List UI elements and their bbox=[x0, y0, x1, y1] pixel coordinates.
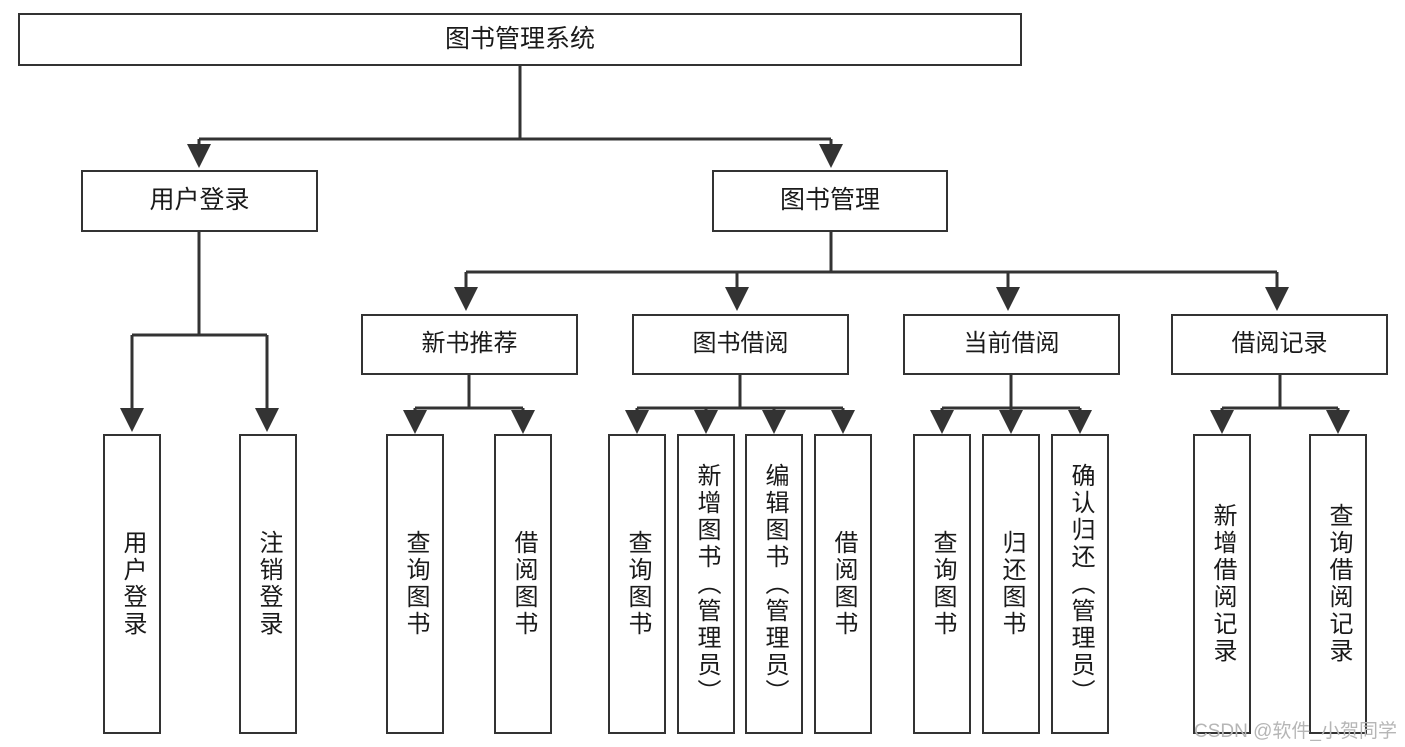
node-leaf-query-book-2-label: 查询图书 bbox=[624, 530, 651, 638]
node-leaf-return-book-label: 归还图书 bbox=[998, 530, 1025, 638]
node-borrow-record[interactable]: 借阅记录 bbox=[1171, 314, 1388, 375]
node-leaf-add-book[interactable]: 新增图书（管理员） bbox=[677, 434, 735, 734]
node-borrow-record-label: 借阅记录 bbox=[1231, 330, 1328, 358]
node-current-borrow[interactable]: 当前借阅 bbox=[903, 314, 1120, 375]
node-leaf-edit-book-label: 编辑图书（管理员） bbox=[761, 462, 788, 706]
watermark-text: CSDN @软件_小贺同学 bbox=[1194, 721, 1397, 742]
node-leaf-query-book-3-label: 查询图书 bbox=[929, 530, 956, 638]
node-new-book-recommend[interactable]: 新书推荐 bbox=[361, 314, 578, 375]
node-leaf-logout-login-label: 注销登录 bbox=[255, 530, 282, 638]
node-leaf-confirm-return-label: 确认归还（管理员） bbox=[1067, 462, 1094, 706]
node-leaf-query-record-label: 查询借阅记录 bbox=[1325, 503, 1352, 665]
node-book-borrow[interactable]: 图书借阅 bbox=[632, 314, 849, 375]
node-leaf-user-login-label: 用户登录 bbox=[119, 530, 146, 638]
node-new-book-recommend-label: 新书推荐 bbox=[421, 330, 518, 358]
node-leaf-query-book-1[interactable]: 查询图书 bbox=[386, 434, 444, 734]
node-user-login-label: 用户登录 bbox=[149, 186, 250, 215]
node-current-borrow-label: 当前借阅 bbox=[963, 330, 1060, 358]
node-root-label: 图书管理系统 bbox=[444, 24, 595, 53]
node-book-manage-label: 图书管理 bbox=[779, 186, 880, 215]
node-root[interactable]: 图书管理系统 bbox=[18, 13, 1022, 66]
node-leaf-borrow-book-2-label: 借阅图书 bbox=[830, 530, 857, 638]
node-leaf-add-book-label: 新增图书（管理员） bbox=[693, 462, 720, 706]
node-leaf-query-book-3[interactable]: 查询图书 bbox=[913, 434, 971, 734]
node-leaf-borrow-book-1[interactable]: 借阅图书 bbox=[494, 434, 552, 734]
node-book-manage[interactable]: 图书管理 bbox=[712, 170, 948, 232]
node-leaf-borrow-book-1-label: 借阅图书 bbox=[510, 530, 537, 638]
node-leaf-confirm-return[interactable]: 确认归还（管理员） bbox=[1051, 434, 1109, 734]
node-leaf-add-record-label: 新增借阅记录 bbox=[1209, 503, 1236, 665]
node-leaf-user-login[interactable]: 用户登录 bbox=[103, 434, 161, 734]
node-leaf-borrow-book-2[interactable]: 借阅图书 bbox=[814, 434, 872, 734]
node-leaf-query-record[interactable]: 查询借阅记录 bbox=[1309, 434, 1367, 734]
node-leaf-edit-book[interactable]: 编辑图书（管理员） bbox=[745, 434, 803, 734]
node-leaf-return-book[interactable]: 归还图书 bbox=[982, 434, 1040, 734]
node-book-borrow-label: 图书借阅 bbox=[692, 330, 789, 358]
node-user-login[interactable]: 用户登录 bbox=[81, 170, 318, 232]
node-leaf-query-book-2[interactable]: 查询图书 bbox=[608, 434, 666, 734]
node-leaf-logout-login[interactable]: 注销登录 bbox=[239, 434, 297, 734]
node-leaf-add-record[interactable]: 新增借阅记录 bbox=[1193, 434, 1251, 734]
node-leaf-query-book-1-label: 查询图书 bbox=[402, 530, 429, 638]
